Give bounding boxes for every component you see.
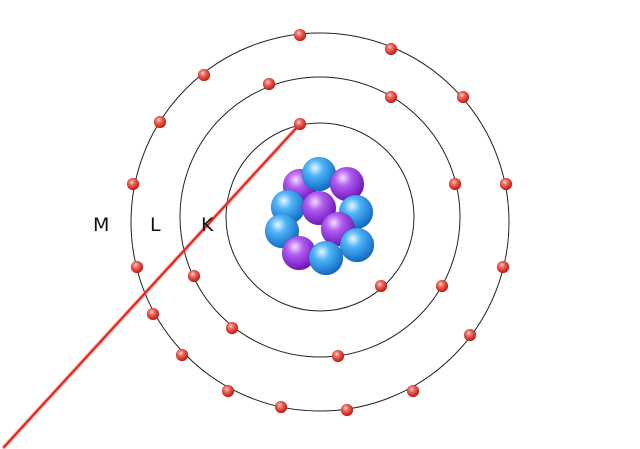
l-shell-electron [448,177,462,191]
m-shell-electron [221,384,235,398]
m-shell-electron [340,403,354,417]
l-shell-electron [262,77,276,91]
l-shell-electron [225,321,239,335]
k-shell-electron [374,279,388,293]
l-shell-electron [384,90,398,104]
m-shell-electron [175,348,189,362]
m-shell-electron [384,42,398,56]
m-shell-electron [456,90,470,104]
l-shell-electron [187,269,201,283]
electrons [126,28,513,417]
k-shell-orbit [225,122,415,312]
neutron [308,240,344,276]
m-shell-electron [499,177,513,191]
orbits [130,32,510,412]
m-shell-electron [496,260,510,274]
m-shell-electron [146,307,160,321]
m-shell-orbit [130,32,510,412]
m-shell-electron [126,177,140,191]
m-shell-electron [293,28,307,42]
m-shell-electron [130,260,144,274]
l-shell-label: L [150,214,161,236]
l-shell-electron [331,349,345,363]
ejected-electron-path [2,122,302,449]
k-shell-electron [293,117,307,131]
neutron [339,227,375,263]
m-shell-label: M [93,214,109,236]
nucleus [264,156,375,276]
m-shell-electron [197,68,211,82]
m-shell-electron [406,384,420,398]
m-shell-electron [463,328,477,342]
k-shell-label: K [201,214,214,236]
l-shell-orbit [179,76,461,358]
m-shell-electron [274,400,288,414]
l-shell-electron [435,279,449,293]
m-shell-electron [153,115,167,129]
